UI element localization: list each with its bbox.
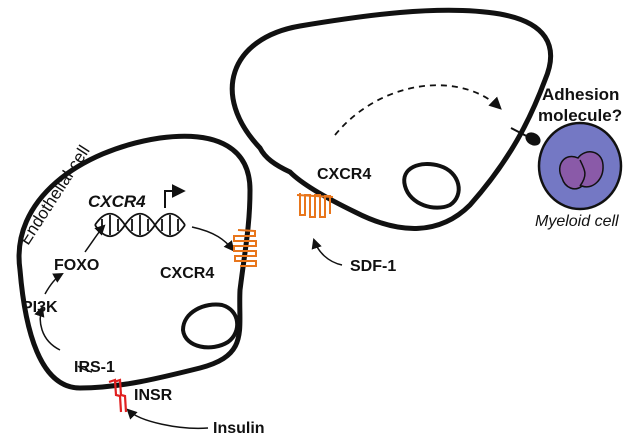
arrow-sdf1-cxcr4 [311, 238, 343, 266]
arrow-irs1-pi3k [34, 306, 61, 351]
arrow-insulin-insr [126, 408, 209, 430]
left-cell-membrane [16, 133, 253, 391]
cxcr4-right-label: CXCR4 [317, 166, 371, 183]
foxo-label: FOXO [54, 257, 99, 274]
irs1-label: IRS-1 [74, 359, 115, 376]
cxcr4-left-label: CXCR4 [160, 265, 214, 282]
arrow-insr-irs1 [77, 365, 93, 373]
myeloid-cell-label: Myeloid cell [535, 213, 619, 230]
left-cell-vesicle [180, 302, 239, 350]
cxcr4-receptor-right-icon [296, 193, 334, 218]
sdf1-label: SDF-1 [350, 258, 396, 275]
cxcr4-gene-label: CXCR4 [88, 192, 146, 211]
dna-helix-icon [94, 212, 186, 238]
arrow-dna-cxcr4 [191, 226, 235, 252]
insr-receptor-icon [108, 378, 128, 413]
arrow-dashed-adhesion [334, 84, 502, 136]
adhesion-label-line2: molecule? [538, 106, 622, 125]
arrow-pi3k-foxo [44, 272, 64, 295]
transcription-arrow [164, 184, 186, 208]
endothelial-cell-label: Endothelial cell [15, 142, 93, 248]
insulin-label: Insulin [213, 420, 265, 436]
pi3k-label: PI3K [22, 299, 58, 316]
adhesion-molecule-icon [510, 127, 541, 146]
right-cell-membrane [229, 7, 554, 231]
myeloid-cell-icon [537, 121, 623, 211]
arrow-foxo-dna [84, 224, 106, 253]
adhesion-label-line1: Adhesion [542, 85, 619, 104]
insr-label: INSR [134, 387, 173, 404]
right-cell-vesicle [402, 162, 461, 210]
cxcr4-receptor-left-icon [233, 229, 257, 267]
